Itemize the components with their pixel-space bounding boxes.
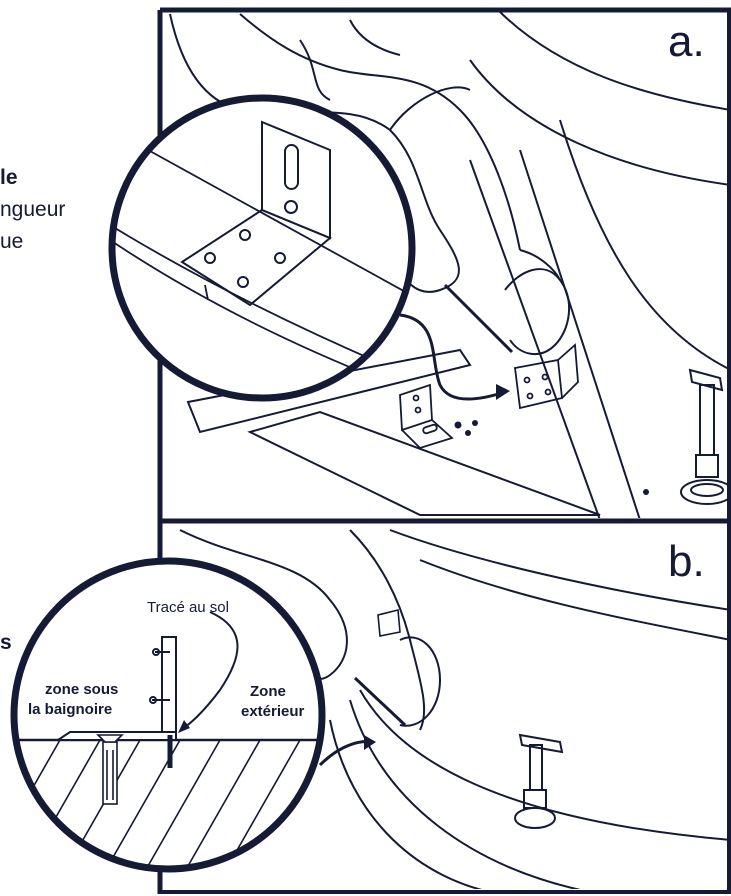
floor-trace-label: Tracé au sol [147,599,229,616]
loose-angle-bracket [399,383,454,450]
panel-b-scene [179,529,727,889]
loose-screws [454,420,649,495]
mounted-bracket [514,343,579,410]
pointer-arrow-a [399,313,506,401]
leader-curve [179,611,239,731]
instruction-fragment-3: ue [0,230,24,253]
wall-plug-screw [96,734,124,805]
screwdriver-a [443,283,514,354]
magnified-angle-bracket [180,120,332,307]
section-bracket [54,636,177,768]
under-tub-label-1: zone sous [45,681,119,698]
adjustable-tub-foot-b [514,733,564,829]
exterior-label-1: Zone [250,683,286,700]
instruction-fragment-2: ngueur [0,198,66,221]
screwdriver-b [353,676,407,727]
panel-b-detail-circle [10,557,326,873]
instruction-fragment-1: le [0,166,18,189]
step-label-b: b. [668,537,705,586]
adjustable-tub-foot [680,368,727,505]
under-tub-label-2: la baignoire [28,701,113,718]
instruction-fragment-b: s [0,631,12,654]
panel-a-detail-circle [108,94,416,402]
small-bracket-b [377,608,401,637]
exterior-label-2: extérieur [241,703,305,720]
worker-hand [504,268,571,355]
wood-plank-1 [186,348,472,434]
step-label-a: a. [668,17,705,66]
wood-plank-2 [247,410,601,516]
